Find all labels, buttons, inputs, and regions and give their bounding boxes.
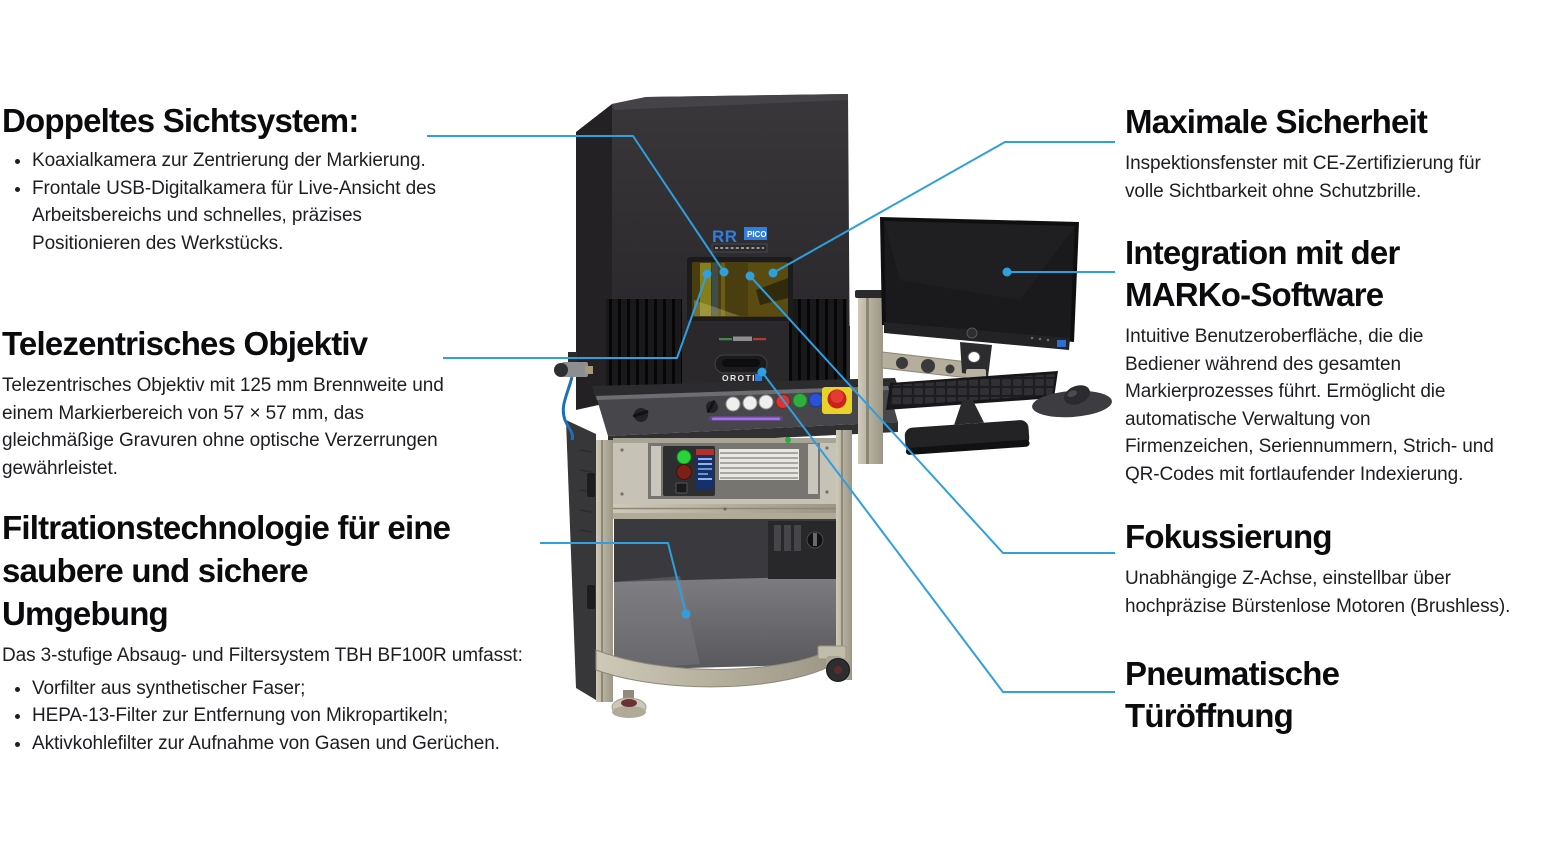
monitor-sticker	[1057, 340, 1066, 347]
bullet-item: Koaxialkamera zur Zentrierung der Markie…	[32, 147, 522, 175]
logo-rr-text: RR	[712, 227, 738, 246]
brand-logo: RR PICO	[711, 227, 768, 253]
feature-heading: Doppeltes Sichtsystem:	[2, 102, 359, 139]
callout-dots	[681, 267, 1012, 619]
caster-wheel	[817, 645, 850, 682]
laser-enclosure: RR PICO OROTIG	[576, 94, 850, 410]
feature-heading: Pneumatische Türöffnung	[1125, 655, 1340, 734]
air-valve	[554, 352, 593, 441]
feature-bullet-list: Koaxialkamera zur Zentrierung der Markie…	[2, 147, 522, 257]
module-vent-grille	[719, 449, 799, 480]
callout-dot-sicherheit	[768, 268, 778, 278]
rack-section	[596, 430, 852, 702]
bullet-item: Vorfilter aus synthetischer Faser;	[32, 675, 612, 703]
compartment-connector-panel	[768, 521, 836, 579]
module-led	[785, 437, 791, 443]
callout-line-doppeltes	[427, 135, 725, 273]
feature-body: Inspektionsfenster mit CE-Zertifizierung…	[1125, 153, 1481, 202]
cart-left-side-panel	[566, 420, 596, 700]
stand-tray	[904, 399, 1030, 455]
module-display	[696, 449, 714, 489]
door-handle	[714, 354, 768, 374]
lower-compartment	[595, 519, 839, 688]
feature-marko-software: Integration mit der MARKo-Software Intui…	[1125, 232, 1545, 488]
leveling-foot	[611, 690, 647, 718]
keyboard	[886, 371, 1058, 410]
monitor-brand-dot	[966, 327, 978, 339]
italy-stripe	[719, 336, 766, 341]
brush-curtain-left	[606, 299, 682, 389]
brush-curtain-right	[789, 299, 847, 392]
bullet-item: Aktivkohlefilter zur Aufnahme von Gasen …	[32, 730, 612, 758]
feature-telezentrisches-objektiv: Telezentrisches Objektiv Telezentrisches…	[2, 323, 522, 482]
logo-pico-text: PICO	[747, 230, 767, 239]
feature-heading: Maximale Sicherheit	[1125, 103, 1428, 140]
control-panel	[592, 378, 900, 446]
feature-maximale-sicherheit: Maximale Sicherheit Inspektionsfenster m…	[1125, 101, 1545, 205]
air-tube	[561, 376, 574, 441]
callout-dot-fokussierung	[745, 271, 755, 281]
monitor	[880, 217, 1079, 350]
feature-bullet-list: Vorfilter aus synthetischer Faser; HEPA-…	[2, 675, 612, 758]
feature-fokussierung: Fokussierung Unabhängige Z-Achse, einste…	[1125, 516, 1555, 620]
callout-line-fokussierung	[749, 275, 1115, 554]
bullet-item: HEPA-13-Filter zur Entfernung von Mikrop…	[32, 702, 612, 730]
callout-lines	[427, 135, 1115, 693]
callout-dot-doppeltes	[719, 267, 729, 277]
feature-heading: Telezentrisches Objektiv	[2, 325, 368, 362]
feature-body: Intuitive Benutzeroberfläche, die die Be…	[1125, 326, 1494, 485]
callout-dot-marko	[1002, 267, 1012, 277]
monitor-chin	[884, 322, 1070, 350]
emergency-stop-button	[822, 387, 852, 414]
monitor-workstation	[855, 217, 1112, 464]
monitor-arm	[881, 351, 969, 379]
callout-line-telezentrisches	[443, 273, 708, 359]
mount-pole	[858, 296, 883, 464]
callout-dot-filtration	[681, 609, 691, 619]
handle-brand-badge	[755, 374, 762, 381]
feature-doppeltes-sichtsystem: Doppeltes Sichtsystem: Koaxialkamera zur…	[2, 100, 522, 257]
feature-filtrationstechnologie: Filtrationstechnologie für eine saubere …	[2, 506, 612, 757]
feature-heading: Integration mit der MARKo-Software	[1125, 234, 1400, 313]
handle-brand-text: OROTIG	[722, 373, 764, 383]
feature-body: Unabhängige Z-Achse, einstellbar über ho…	[1125, 568, 1511, 617]
feature-body: Telezentrisches Objektiv mit 125 mm Bren…	[2, 375, 444, 479]
callout-line-filtration	[540, 542, 687, 615]
feature-heading: Filtrationstechnologie für eine saubere …	[2, 509, 451, 632]
callout-dot-telezentrisches	[702, 269, 712, 279]
bullet-item: Frontale USB-Digitalkamera für Live-Ansi…	[32, 175, 522, 258]
inspection-window	[687, 257, 793, 321]
mouse	[1064, 385, 1090, 405]
callout-line-sicherheit	[772, 141, 1115, 274]
enclosure-side-panel	[576, 104, 612, 410]
feature-pneumatische-tueroeffnung: Pneumatische Türöffnung	[1125, 653, 1545, 737]
feature-heading: Fokussierung	[1125, 518, 1333, 555]
led-strip	[709, 416, 783, 421]
laser-controller-module	[648, 437, 820, 499]
callout-line-pneumatisch	[761, 371, 1115, 693]
feature-body: Das 3-stufige Absaug- und Filtersystem T…	[2, 645, 523, 666]
callout-dot-pneumatisch	[757, 367, 767, 377]
